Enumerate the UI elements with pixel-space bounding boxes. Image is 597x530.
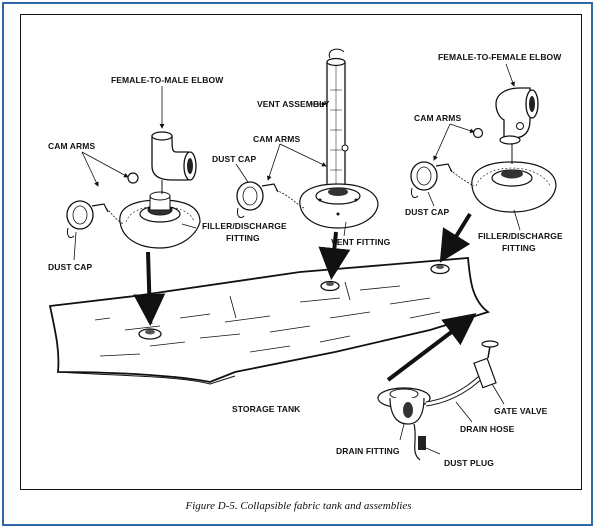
label-female-to-male-elbow: FEMALE-TO-MALE ELBOW [111, 75, 224, 85]
label-filler-discharge-left-line2: FITTING [226, 233, 260, 243]
label-drain-hose: DRAIN HOSE [460, 424, 515, 434]
label-vent-fitting: VENT FITTING [331, 237, 391, 247]
label-dust-cap-right: DUST CAP [405, 207, 449, 217]
figure-caption: Figure D-5. Collapsible fabric tank and … [185, 500, 412, 512]
left-filler-assembly [66, 86, 201, 326]
label-cam-arms-left: CAM ARMS [48, 141, 95, 151]
label-dust-cap-center: DUST CAP [212, 154, 256, 164]
outer-border [2, 2, 593, 526]
right-filler-assembly [410, 63, 557, 263]
label-cam-arms-right: CAM ARMS [414, 113, 461, 123]
label-dust-cap-left: DUST CAP [48, 262, 92, 272]
label-storage-tank: STORAGE TANK [232, 404, 301, 414]
label-drain-fitting: DRAIN FITTING [336, 446, 400, 456]
label-filler-discharge-left-line1: FILLER/DISCHARGE [202, 221, 287, 231]
storage-tank [48, 257, 490, 385]
label-cam-arms-center: CAM ARMS [253, 134, 300, 144]
drain-assembly [377, 313, 505, 461]
label-filler-discharge-right-line1: FILLER/DISCHARGE [478, 231, 563, 241]
label-filler-discharge-right-line2: FITTING [502, 243, 536, 253]
center-vent-assembly [235, 48, 379, 280]
label-gate-valve: GATE VALVE [494, 406, 548, 416]
label-dust-plug: DUST PLUG [444, 458, 494, 468]
figure-frame [20, 14, 582, 490]
label-vent-assembly: VENT ASSEMBLY [257, 99, 330, 109]
label-female-to-female-elbow: FEMALE-TO-FEMALE ELBOW [438, 52, 562, 62]
